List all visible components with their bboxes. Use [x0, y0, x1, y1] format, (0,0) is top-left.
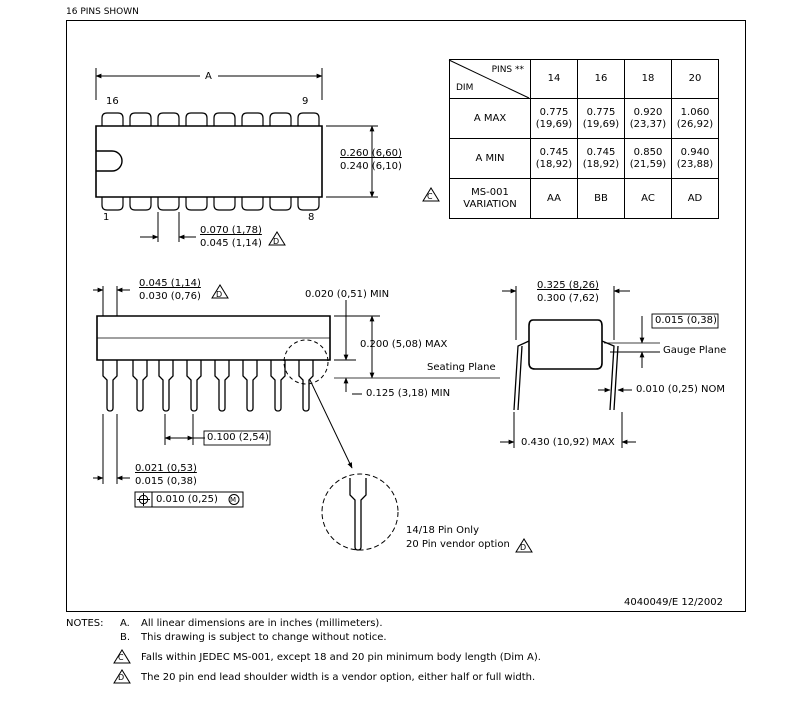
pin-16-label: 16 — [106, 96, 119, 107]
position-tolerance: 0.010 (0,25) — [156, 494, 218, 505]
standoff-label: 0.020 (0,51) MIN — [305, 289, 390, 300]
col-14: 14 — [530, 59, 578, 99]
lead-thickness-label: 0.010 (0,25) NOM — [636, 384, 726, 395]
notes-heading: NOTES: — [66, 618, 104, 629]
pin-1-label: 1 — [103, 212, 110, 223]
lead-width-min: 0.045 (1,14) — [200, 238, 262, 249]
note-b-marker: B. — [120, 632, 131, 643]
col-20: 20 — [671, 59, 719, 99]
row-a-min-label: A MIN — [449, 138, 531, 179]
note-c-marker-table: C — [427, 192, 433, 201]
row-spacing-max: 0.325 (8,26) — [537, 280, 599, 291]
table-cell: AD — [671, 178, 719, 219]
dimension-table: PINS ** DIM 14 16 18 20 A MAX 0.775(19,6… — [449, 59, 719, 219]
table-cell: 0.745(18,92) — [577, 138, 625, 179]
table-cell: 0.850(21,59) — [624, 138, 672, 179]
mmc-symbol: M — [230, 496, 237, 504]
col-16: 16 — [577, 59, 625, 99]
row-spacing-min: 0.300 (7,62) — [537, 293, 599, 304]
note-a-marker: A. — [120, 618, 130, 629]
end-view — [500, 286, 719, 448]
drawing-frame — [66, 20, 746, 612]
table-cell: 0.775(19,69) — [577, 98, 625, 139]
note-c-marker: C — [118, 653, 124, 662]
dim-header: DIM — [456, 83, 474, 93]
shoulder-min: 0.030 (0,76) — [139, 291, 201, 302]
row-a-max-label: A MAX — [449, 98, 531, 139]
table-cell: AC — [624, 178, 672, 219]
note-d-triangle-top — [268, 231, 286, 246]
note-d-marker: D — [118, 673, 125, 682]
lead-dia-max: 0.021 (0,53) — [135, 463, 197, 474]
dim-a-label: A — [205, 71, 212, 82]
col-18: 18 — [624, 59, 672, 99]
note-c-text: Falls within JEDEC MS-001, except 18 and… — [141, 652, 541, 663]
note-b-text: This drawing is subject to change withou… — [141, 632, 387, 643]
table-cell: 1.060(26,92) — [671, 98, 719, 139]
table-corner-cell: PINS ** DIM — [449, 59, 531, 99]
height-label: 0.200 (5,08) MAX — [360, 339, 448, 350]
note-d-marker-detail: D — [520, 543, 527, 552]
table-cell: 0.745(18,92) — [530, 138, 578, 179]
note-d-marker-shoulder: D — [216, 290, 223, 299]
table-cell: BB — [577, 178, 625, 219]
pin-9-label: 9 — [302, 96, 309, 107]
note-a-text: All linear dimensions are in inches (mil… — [141, 618, 383, 629]
lead-length-label: 0.125 (3,18) MIN — [366, 388, 451, 399]
pins-header: PINS ** — [491, 65, 524, 75]
pitch-label: 0.100 (2,54) — [207, 432, 269, 443]
top-view — [95, 68, 378, 242]
table-cell: 0.775(19,69) — [530, 98, 578, 139]
side-view — [93, 284, 533, 553]
detail-note-line2: 20 Pin vendor option — [406, 539, 510, 550]
table-cell: 0.940(23,88) — [671, 138, 719, 179]
pin-8-label: 8 — [308, 212, 315, 223]
lead-dia-min: 0.015 (0,38) — [135, 476, 197, 487]
note-d-text: The 20 pin end lead shoulder width is a … — [141, 672, 536, 683]
note-d-marker-top: D — [273, 237, 280, 246]
drawing-id: 4040049/E 12/2002 — [624, 597, 723, 608]
body-width-max: 0.260 (6,60) — [340, 148, 402, 159]
gauge-plane-label: Gauge Plane — [663, 345, 727, 356]
lead-width-max: 0.070 (1,78) — [200, 225, 262, 236]
body-width-min: 0.240 (6,10) — [340, 161, 402, 172]
seating-plane-label: Seating Plane — [427, 362, 496, 373]
gauge-dim-box: 0.015 (0,38) — [655, 315, 717, 326]
detail-note-line1: 14/18 Pin Only — [406, 525, 480, 536]
lead-span-label: 0.430 (10,92) MAX — [521, 437, 615, 448]
shoulder-max: 0.045 (1,14) — [139, 278, 201, 289]
table-cell: 0.920(23,37) — [624, 98, 672, 139]
page-caption: 16 PINS SHOWN — [66, 7, 139, 17]
note-c-triangle-table — [422, 187, 440, 202]
table-cell: AA — [530, 178, 578, 219]
